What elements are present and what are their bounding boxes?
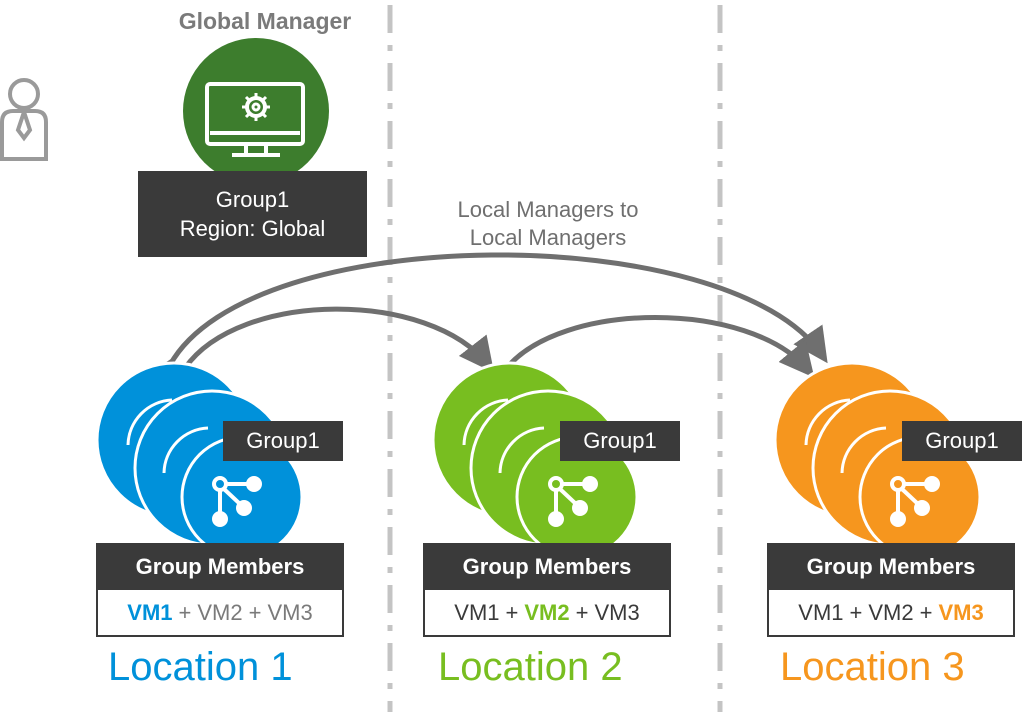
group-tag-location1: Group1 xyxy=(223,421,343,461)
vm2-label: VM2 xyxy=(197,599,243,625)
plus-sign: + xyxy=(248,599,262,625)
global-manager-box: Group1 Region: Global xyxy=(138,171,367,257)
global-region: Region: Global xyxy=(179,216,326,241)
group-members-list-location2: VM1 + VM2 + VM3 xyxy=(423,590,671,637)
plus-sign: + xyxy=(505,599,519,625)
vm2-label: VM2 xyxy=(524,599,570,625)
group-members-header-location1: Group Members xyxy=(96,543,344,590)
group-members-list-location3: VM1 + VM2 + VM3 xyxy=(767,590,1015,637)
group-members-header-location3: Group Members xyxy=(767,543,1015,590)
location2-label: Location 2 xyxy=(438,645,623,689)
group-tag-location2: Group1 xyxy=(560,421,680,461)
monitor-gear-icon xyxy=(205,82,305,157)
connection-label: Local Managers to Local Managers xyxy=(430,196,666,252)
plus-sign: + xyxy=(178,599,192,625)
network-node-icon xyxy=(890,476,940,527)
vm3-label: VM3 xyxy=(594,599,640,625)
plus-sign: + xyxy=(575,599,589,625)
connection-label-line2: Local Managers xyxy=(469,225,627,250)
network-node-icon xyxy=(212,476,262,527)
user-icon xyxy=(0,78,48,161)
group-members-list-location1: VM1 + VM2 + VM3 xyxy=(96,590,344,637)
plus-sign: + xyxy=(919,599,933,625)
location1-label: Location 1 xyxy=(108,645,293,689)
location3-label: Location 3 xyxy=(780,645,965,689)
arrow-location1-location2 xyxy=(156,306,495,399)
arrow-location1-location3 xyxy=(142,252,828,396)
plus-sign: + xyxy=(849,599,863,625)
vm3-label: VM3 xyxy=(938,599,984,625)
vm3-label: VM3 xyxy=(267,599,313,625)
global-manager-title: Global Manager xyxy=(178,8,352,34)
vm1-label: VM1 xyxy=(127,599,173,625)
connection-label-line1: Local Managers to xyxy=(457,197,639,222)
vm1-label: VM1 xyxy=(798,599,844,625)
network-node-icon xyxy=(548,476,598,527)
global-group-name: Group1 xyxy=(215,187,290,212)
vm2-label: VM2 xyxy=(868,599,914,625)
group-tag-location3: Group1 xyxy=(902,421,1022,461)
vm1-label: VM1 xyxy=(454,599,500,625)
group-members-header-location2: Group Members xyxy=(423,543,671,590)
arrow-location2-location3 xyxy=(475,315,815,401)
